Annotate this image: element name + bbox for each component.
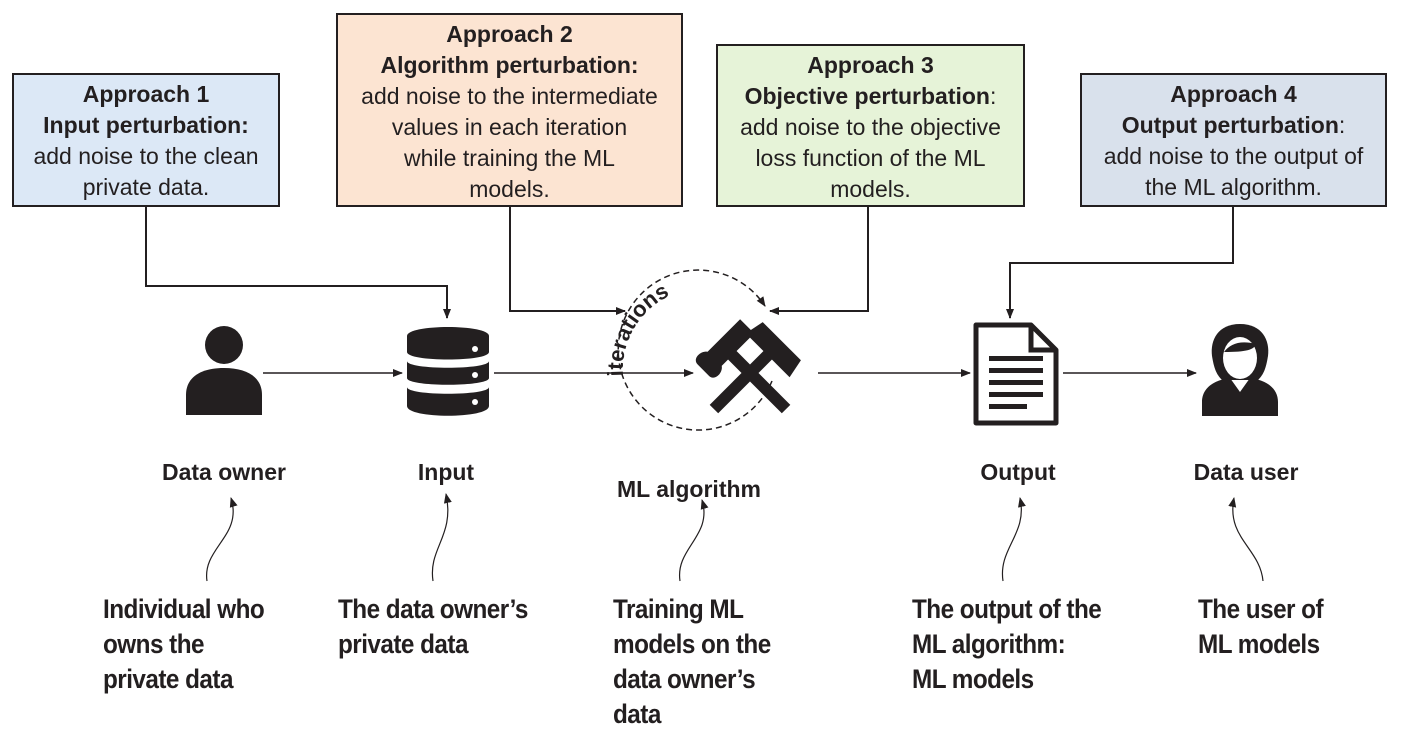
database-icon <box>407 327 489 416</box>
description-output: The output of the ML algorithm: ML model… <box>912 594 1102 694</box>
approach-1-subtitle: Input perturbation: <box>43 112 249 138</box>
node-label-ml-algorithm: ML algorithm <box>617 476 761 502</box>
document-icon <box>973 322 1059 426</box>
description-input: The data owner’s private data <box>338 594 528 659</box>
iteration-loop <box>617 269 773 431</box>
node-label-output: Output <box>980 459 1056 485</box>
approach-2-title: Approach 2 <box>446 21 573 47</box>
approach-1-connector <box>145 206 451 319</box>
approach-3-title: Approach 3 <box>807 52 934 78</box>
approach-4-title: Approach 4 <box>1170 81 1297 107</box>
description-ml-algorithm: Training ML models on the data owner’s d… <box>613 594 771 729</box>
approach-3-body-line: loss function of the ML <box>755 145 986 171</box>
approach-3-body-line: add noise to the objective <box>740 114 1001 140</box>
approach-3-subtitle: Objective perturbation <box>744 83 990 109</box>
description-data-user: The user of ML models <box>1198 594 1324 659</box>
approach-3-body-line: models. <box>830 176 911 202</box>
iterations-label: iterations <box>603 278 673 377</box>
hammer-tools-icon <box>695 319 801 414</box>
approach-4-connector <box>1006 206 1234 319</box>
callout-arrow-data-owner <box>206 497 238 582</box>
approach-2-body-line: values in each iteration <box>391 114 628 140</box>
approach-2-body-line: add noise to the intermediate <box>361 83 658 109</box>
approach-1-box: Approach 1 Input perturbation: add noise… <box>12 73 280 207</box>
approach-1-title: Approach 1 <box>82 81 210 107</box>
node-label-input: Input <box>417 459 475 485</box>
node-label-data-user: Data user <box>1193 459 1299 485</box>
approach-4-body-line: the ML algorithm. <box>1145 174 1322 200</box>
approach-2-body-line: models. <box>469 176 550 202</box>
female-user-icon <box>1202 324 1278 416</box>
approach-4-body-line: add noise to the output of <box>1103 143 1364 169</box>
callout-arrow-ml <box>679 499 709 582</box>
node-label-data-owner: Data owner <box>162 459 286 485</box>
approach-3-connector <box>769 206 869 315</box>
approach-3-box: Approach 3 Objective perturbation: add n… <box>716 44 1025 207</box>
approach-4-subtitle: Output perturbation <box>1121 112 1339 138</box>
approach-1-body-line: private data. <box>82 174 210 200</box>
callout-arrow-data-user <box>1228 497 1264 582</box>
approach-2-connector <box>509 206 626 315</box>
approach-2-body-line: while training the ML <box>404 145 615 171</box>
approach-4-box: Approach 4 Output perturbation: add nois… <box>1080 73 1387 207</box>
approach-1-body-line: add noise to the clean <box>33 143 259 169</box>
approach-2-subtitle: Algorithm perturbation: <box>380 52 639 78</box>
callout-arrow-input <box>431 493 452 582</box>
person-icon <box>186 326 262 415</box>
callout-arrow-output <box>1001 497 1026 582</box>
approach-2-box: Approach 2 Algorithm perturbation: add n… <box>336 13 683 207</box>
description-data-owner: Individual who owns the private data <box>103 594 265 694</box>
